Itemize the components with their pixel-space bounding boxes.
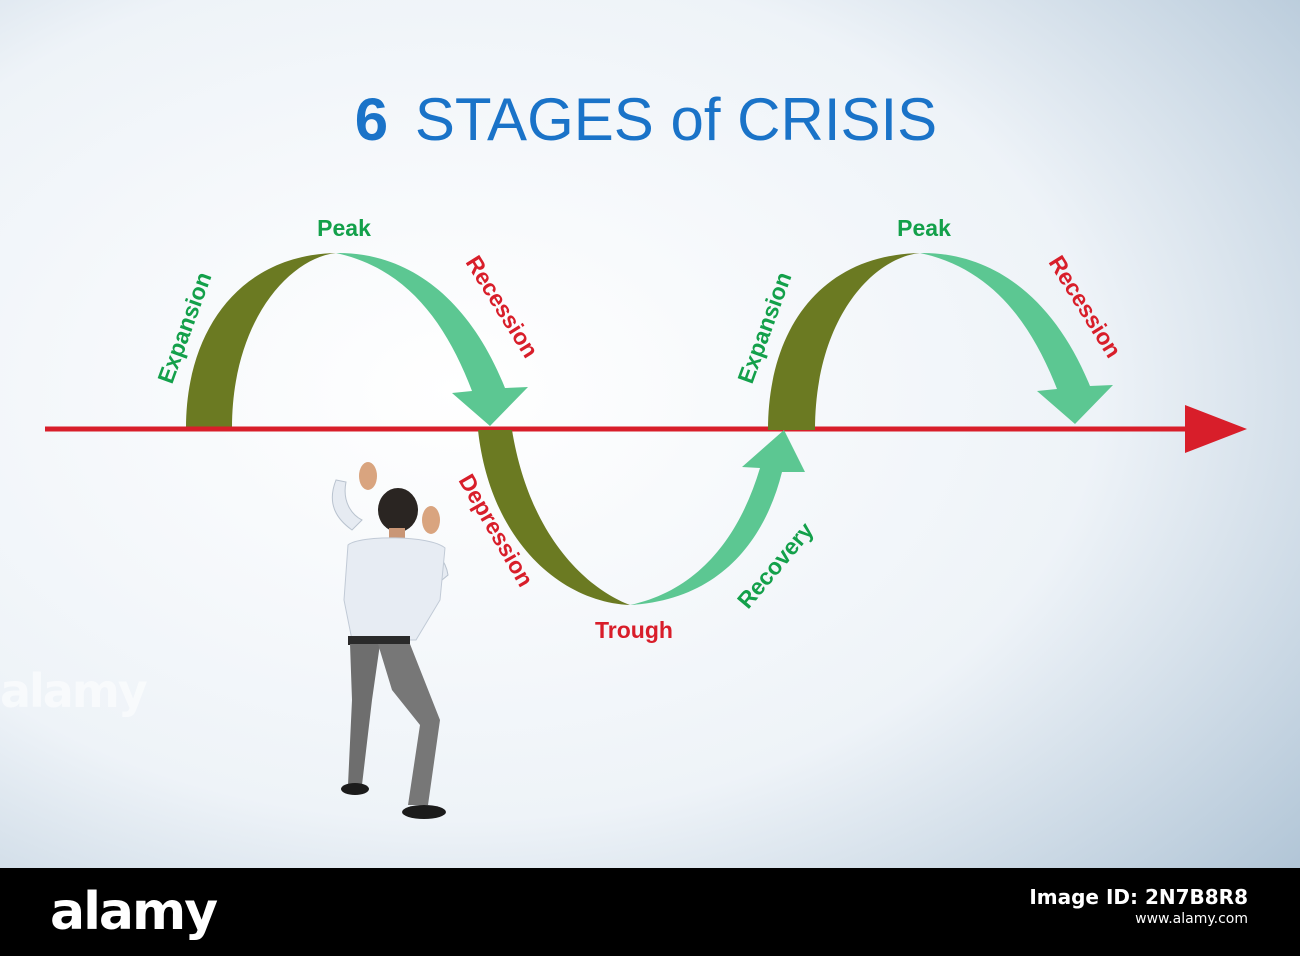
shirt xyxy=(343,537,446,641)
right-hand xyxy=(422,506,440,534)
footer-bar: alamy Image ID: 2N7B8R8 www.alamy.com xyxy=(0,868,1300,956)
image-url: www.alamy.com xyxy=(1135,911,1248,927)
businessman-figure xyxy=(331,462,449,819)
right-leg xyxy=(378,644,440,805)
recession-arrow-1 xyxy=(336,252,528,426)
watermark-left: alamy xyxy=(0,664,148,718)
label-peak-1: Peak xyxy=(317,215,371,241)
expansion-arrow-1 xyxy=(186,253,336,428)
right-shoe xyxy=(402,805,446,819)
image-id: Image ID: 2N7B8R8 xyxy=(1029,885,1248,909)
left-hand xyxy=(359,462,377,490)
recession-arrow-2 xyxy=(920,252,1113,424)
recovery-arrow xyxy=(630,430,805,605)
left-leg xyxy=(348,644,380,785)
image-id-block: Image ID: 2N7B8R8 www.alamy.com xyxy=(1029,886,1248,930)
neck xyxy=(389,528,405,540)
left-arm xyxy=(331,479,363,531)
label-trough: Trough xyxy=(595,617,673,643)
crisis-stages-diagram: 6 STAGES of CRISIS Expansion Peak Recess… xyxy=(0,0,1300,868)
label-peak-2: Peak xyxy=(897,215,951,241)
depression-arrow xyxy=(478,430,630,605)
background xyxy=(0,0,1300,868)
title-number: 6 xyxy=(355,86,388,153)
belt xyxy=(348,636,410,645)
page-title: 6 STAGES of CRISIS xyxy=(355,86,937,153)
left-shoe xyxy=(341,783,369,795)
brand-logo: alamy xyxy=(50,882,218,942)
head xyxy=(378,488,418,532)
title-text: STAGES of CRISIS xyxy=(415,86,937,153)
expansion-arrow-2 xyxy=(768,253,920,430)
time-axis-arrowhead xyxy=(1185,405,1247,453)
